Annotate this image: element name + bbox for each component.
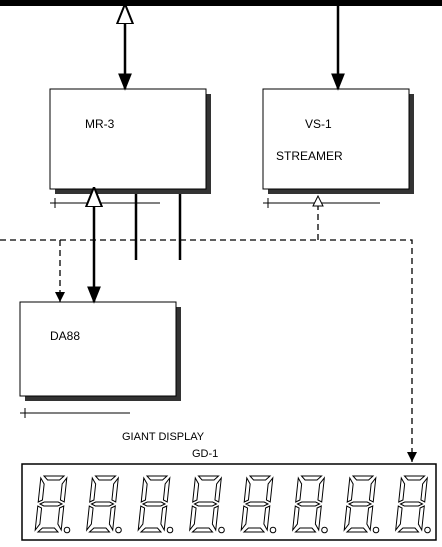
display-sync-arrowhead xyxy=(407,452,417,462)
digit-segment xyxy=(244,501,270,507)
digit-segment xyxy=(139,527,163,533)
top-bus xyxy=(0,0,442,6)
digit-segment xyxy=(141,501,167,507)
digit-segment xyxy=(294,527,317,533)
decimal-point xyxy=(115,526,122,534)
digit-segment xyxy=(295,476,303,503)
vs1-sublabel: STREAMER xyxy=(276,149,343,163)
digit-segment xyxy=(397,527,420,533)
digit-segment xyxy=(345,527,369,533)
vs1-sync-arrowhead xyxy=(312,194,324,207)
digit-segment xyxy=(88,527,111,533)
digit-segment xyxy=(292,505,300,532)
digit-segment xyxy=(242,527,266,533)
digit-segment xyxy=(38,501,64,507)
digit-segment xyxy=(192,476,200,503)
digit-segment xyxy=(57,505,65,532)
digit-segment xyxy=(214,476,222,503)
digit-segment xyxy=(193,501,218,507)
digit-segment xyxy=(296,501,321,507)
digit-segment xyxy=(347,501,373,507)
digit-segment xyxy=(36,527,60,533)
digit-segment xyxy=(140,476,148,503)
seven-segment-digit xyxy=(395,475,431,534)
digit-segment xyxy=(417,505,425,532)
decimal-point xyxy=(166,526,174,534)
digit-segment xyxy=(137,505,146,532)
digit-segment xyxy=(317,476,325,503)
display-digits xyxy=(34,475,431,534)
digit-segment xyxy=(34,505,43,532)
digit-segment xyxy=(145,475,169,481)
vs1-label: VS-1 xyxy=(305,117,332,131)
digit-segment xyxy=(343,505,352,532)
digit-segment xyxy=(37,476,45,503)
digit-segment xyxy=(86,505,94,532)
seven-segment-digit xyxy=(292,475,328,534)
digit-segment xyxy=(351,475,375,481)
digit-segment xyxy=(314,505,322,532)
digit-segment xyxy=(211,505,219,532)
decimal-point xyxy=(424,526,431,534)
digit-segment xyxy=(243,476,251,503)
decimal-point xyxy=(321,526,328,534)
digit-segment xyxy=(42,475,66,481)
seven-segment-digit xyxy=(189,475,225,534)
display-title: GIANT DISPLAY xyxy=(122,431,205,443)
sync-dashed-line xyxy=(0,203,413,462)
digit-segment xyxy=(108,505,116,532)
decimal-point xyxy=(372,526,380,534)
digit-segment xyxy=(197,475,220,481)
digit-segment xyxy=(399,501,424,507)
digit-segment xyxy=(59,476,68,503)
digit-segment xyxy=(395,505,403,532)
decimal-point xyxy=(218,526,225,534)
digit-segment xyxy=(111,476,119,503)
digit-segment xyxy=(89,476,97,503)
decimal-point xyxy=(269,526,277,534)
digit-segment xyxy=(368,476,377,503)
seven-segment-digit xyxy=(86,475,122,534)
digit-segment xyxy=(398,476,406,503)
seven-segment-digit xyxy=(137,475,174,534)
digit-segment xyxy=(90,501,115,507)
seven-segment-digit xyxy=(240,475,277,534)
mr3-block: MR-3 xyxy=(49,88,211,208)
digit-segment xyxy=(240,505,249,532)
digit-segment xyxy=(191,527,214,533)
digit-segment xyxy=(265,476,274,503)
decimal-point xyxy=(63,526,71,534)
digit-segment xyxy=(346,476,354,503)
vs1-block: VS-1 STREAMER xyxy=(262,88,414,208)
digit-segment xyxy=(420,476,428,503)
digit-segment xyxy=(300,475,323,481)
da88-sync-arrowhead xyxy=(55,292,65,302)
digit-segment xyxy=(403,475,426,481)
digit-segment xyxy=(189,505,197,532)
digit-segment xyxy=(162,476,171,503)
mr3-label: MR-3 xyxy=(85,117,115,131)
digit-segment xyxy=(160,505,168,532)
da88-label: DA88 xyxy=(50,329,80,343)
digit-segment xyxy=(94,475,117,481)
digit-segment xyxy=(366,505,374,532)
digit-segment xyxy=(263,505,271,532)
seven-segment-digit xyxy=(343,475,380,534)
digit-segment xyxy=(248,475,272,481)
seven-segment-digit xyxy=(34,475,71,534)
da88-block: DA88 xyxy=(19,301,181,418)
display-model: GD-1 xyxy=(192,448,218,460)
